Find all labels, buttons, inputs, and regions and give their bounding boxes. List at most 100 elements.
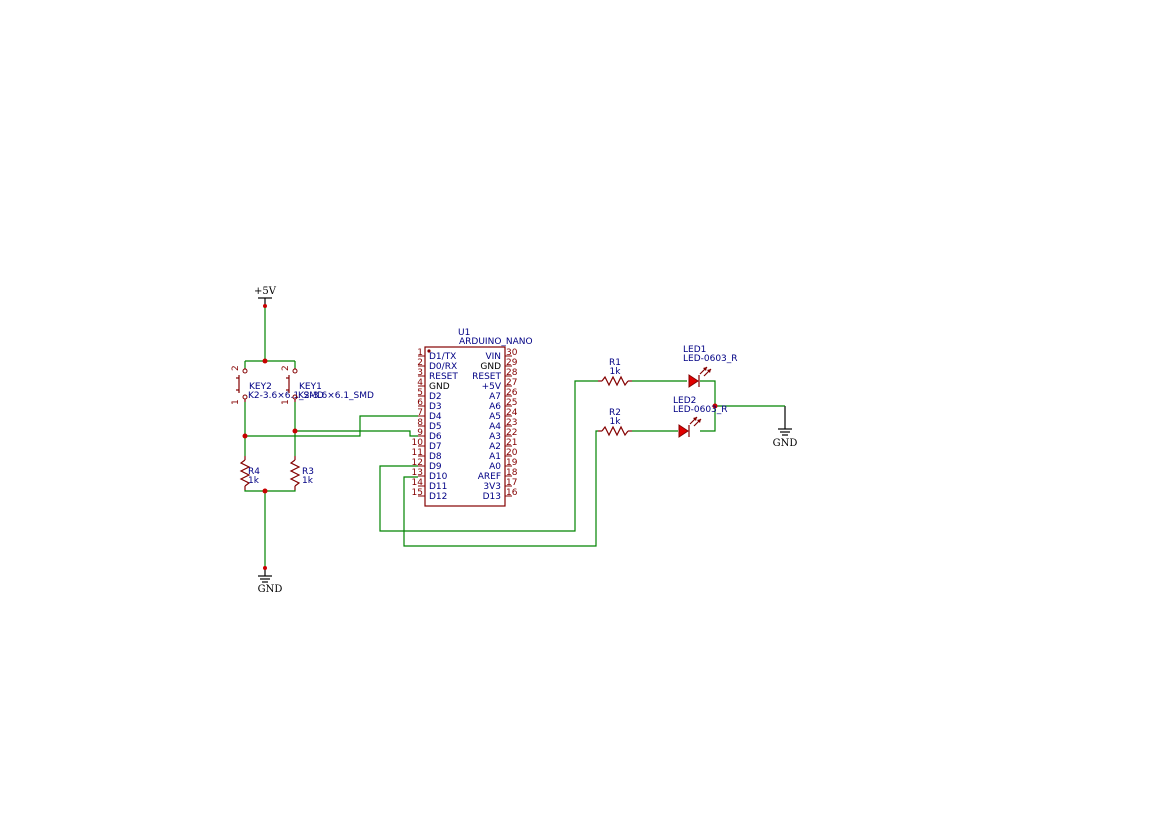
u1-pin-name: A5 [489, 412, 501, 422]
u1-pin-number: 14 [412, 478, 424, 488]
key1-switch[interactable]: 2 1 KEY1 K2-3.6×6.1_SMD [281, 365, 374, 405]
u1-pin-right[interactable]: 21 A2 [489, 438, 517, 452]
u1-pin-name: D12 [429, 492, 447, 502]
r2-ref: R2 [609, 408, 621, 418]
u1-pin-number: 1 [417, 348, 423, 358]
u1-pin-name: D4 [429, 412, 442, 422]
junction-dot [263, 566, 267, 570]
u1-pin-number: 21 [506, 438, 517, 448]
u1-pin-number: 18 [506, 468, 518, 478]
r2-resistor[interactable]: R2 1k [598, 408, 632, 437]
led1-ref: LED1 [683, 345, 706, 355]
u1-pin-left[interactable]: 8 D5 [417, 418, 441, 432]
r3-value: 1k [302, 476, 314, 486]
u1-pin-left[interactable]: 11 D8 [412, 448, 442, 462]
r1-resistor[interactable]: R1 1k [598, 358, 632, 387]
u1-pin-number: 17 [506, 478, 517, 488]
u1-pin-number: 4 [417, 378, 423, 388]
r3-ref: R3 [302, 467, 314, 477]
u1-pin-left[interactable]: 7 D4 [417, 408, 442, 422]
junction-dot [262, 488, 268, 494]
u1-pin-name: D1/TX [429, 352, 456, 362]
u1-pin-number: 11 [412, 448, 423, 458]
r4-value: 1k [248, 476, 260, 486]
junctions [242, 304, 718, 570]
wire-d11-to-r2[interactable] [403, 430, 598, 547]
u1-pin-name: VIN [485, 352, 501, 362]
u1-pin-number: 7 [417, 408, 423, 418]
u1-pin-name: D5 [429, 422, 442, 432]
u1-pin-right[interactable]: 27+5V [482, 378, 518, 392]
u1-pin-name: D2 [429, 392, 442, 402]
gnd-left-label: GND [258, 584, 283, 595]
u1-pin-number: 26 [506, 388, 518, 398]
wire-key2-to-d4[interactable] [245, 415, 418, 437]
u1-pin-name: +5V [482, 382, 502, 392]
junction-dot [263, 304, 267, 308]
u1-pin-name: D7 [429, 442, 442, 452]
u1-pin-left[interactable]: 5 D2 [417, 388, 441, 402]
r3-resistor[interactable]: R3 1k [289, 456, 314, 490]
gnd-right-power-symbol[interactable]: GND [773, 406, 798, 449]
led2[interactable]: LED2 LED-0603_R [673, 396, 728, 438]
r1-ref: R1 [609, 358, 621, 368]
u1-pin-left[interactable]: 13 D10 [412, 468, 448, 482]
u1-pin-number: 13 [412, 468, 423, 478]
u1-pin-number: 23 [506, 418, 517, 428]
u1-pin-left[interactable]: 1 D1/TX [417, 348, 456, 362]
led1[interactable]: LED1 LED-0603_R [683, 345, 738, 388]
u1-pin-number: 25 [506, 398, 517, 408]
u1-pin-name: RESET [472, 372, 501, 382]
r4-ref: R4 [248, 467, 260, 477]
u1-right-pins: 30VIN29GND28RESET27+5V26A725A624A523A422… [472, 348, 518, 502]
junction-dot [242, 433, 248, 439]
u1-pin-number: 22 [506, 428, 517, 438]
wire-d9-to-r1[interactable] [379, 380, 598, 532]
led2-triangle [678, 424, 689, 438]
gnd-left-power-symbol[interactable]: GND [258, 568, 283, 595]
wire-key1-to-d6[interactable] [295, 430, 418, 437]
u1-pin-number: 6 [417, 398, 423, 408]
u1-pin-name: A2 [489, 442, 501, 452]
u1-pin-number: 9 [417, 428, 423, 438]
r2-value: 1k [610, 417, 622, 427]
u1-pin-name: A0 [489, 462, 501, 472]
u1-pin-number: 15 [412, 488, 423, 498]
wire-r4-bottom[interactable] [244, 490, 296, 492]
u1-pin-number: 20 [506, 448, 518, 458]
vcc-power-symbol[interactable]: +5V [254, 286, 277, 306]
u1-pin-name: RESET [429, 372, 458, 382]
key1-pin-top: 2 [281, 365, 291, 371]
u1-pin-left[interactable]: 15 D12 [412, 488, 448, 502]
r4-resistor[interactable]: R4 1k [239, 456, 260, 490]
u1-pin-name: D10 [429, 472, 448, 482]
u1-pin-name: D8 [429, 452, 442, 462]
u1-pin-name: AREF [478, 472, 501, 482]
u1-pin-right[interactable]: 18 AREF [478, 468, 518, 482]
key2-ref: KEY2 [249, 382, 272, 392]
u1-pin-number: 8 [417, 418, 423, 428]
key2-switch[interactable]: 2 1 KEY2 K2-3.6×6.1_SMD [231, 365, 324, 405]
u1-pin-number: 5 [417, 388, 423, 398]
